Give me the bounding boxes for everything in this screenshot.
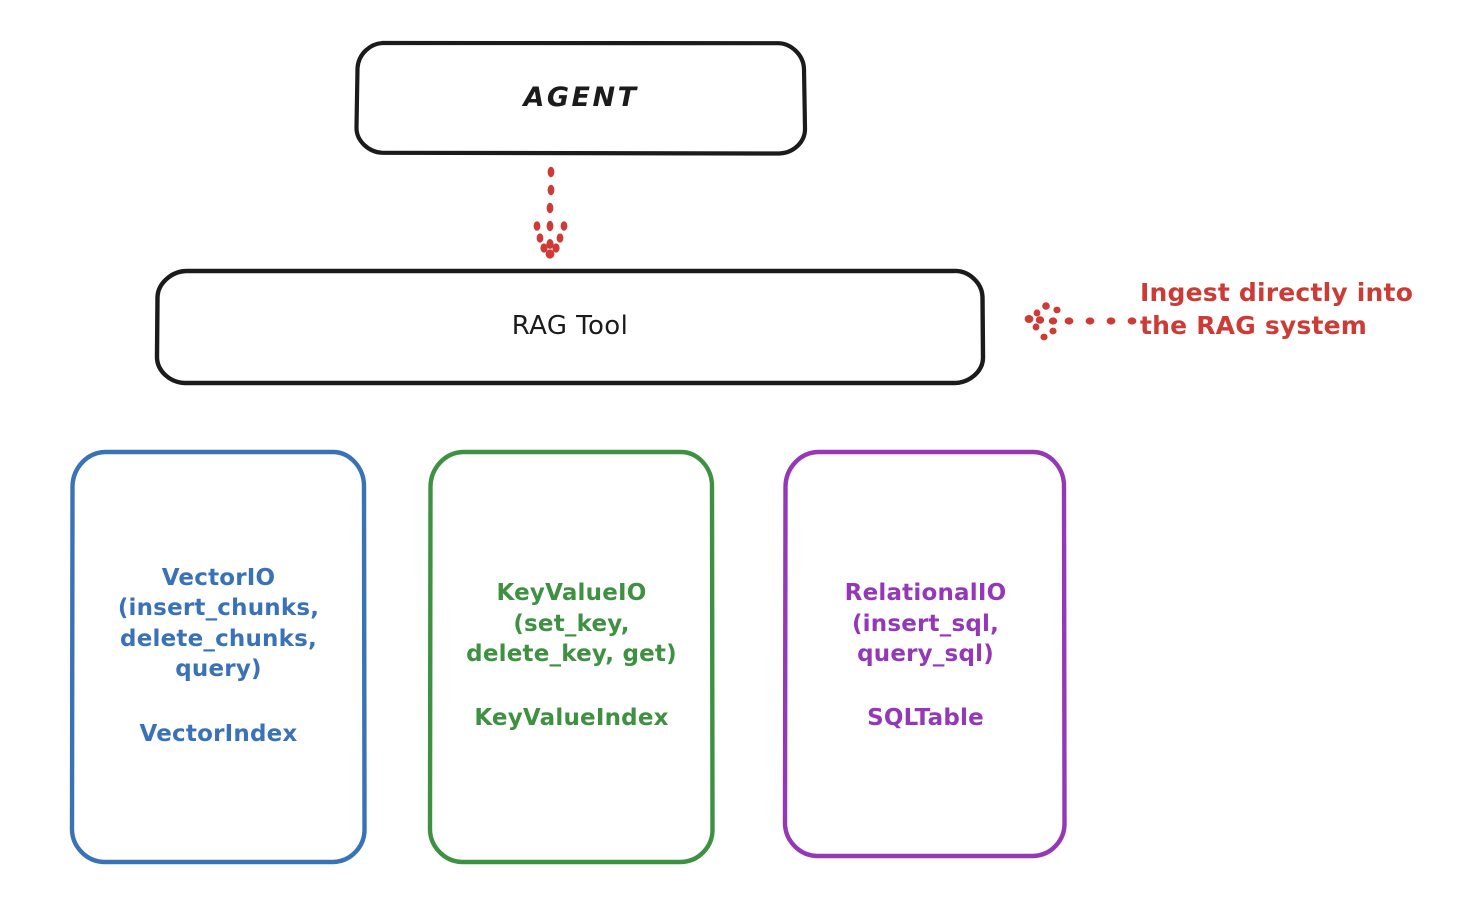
rag-tool-box-outline [154,268,986,386]
agent-to-rag-connector [533,166,568,259]
rag-tool-node[interactable] [154,268,986,386]
relational-io-node[interactable] [782,449,1067,859]
relational-io-box-outline [782,449,1067,859]
key-value-io-node[interactable] [427,449,715,865]
agent-box-outline [354,40,808,156]
ingest-connector [1024,302,1137,341]
vector-io-node[interactable] [69,449,367,865]
key-value-io-box-outline [427,449,715,865]
vector-io-box-outline [69,449,367,865]
agent-node[interactable] [354,40,808,156]
